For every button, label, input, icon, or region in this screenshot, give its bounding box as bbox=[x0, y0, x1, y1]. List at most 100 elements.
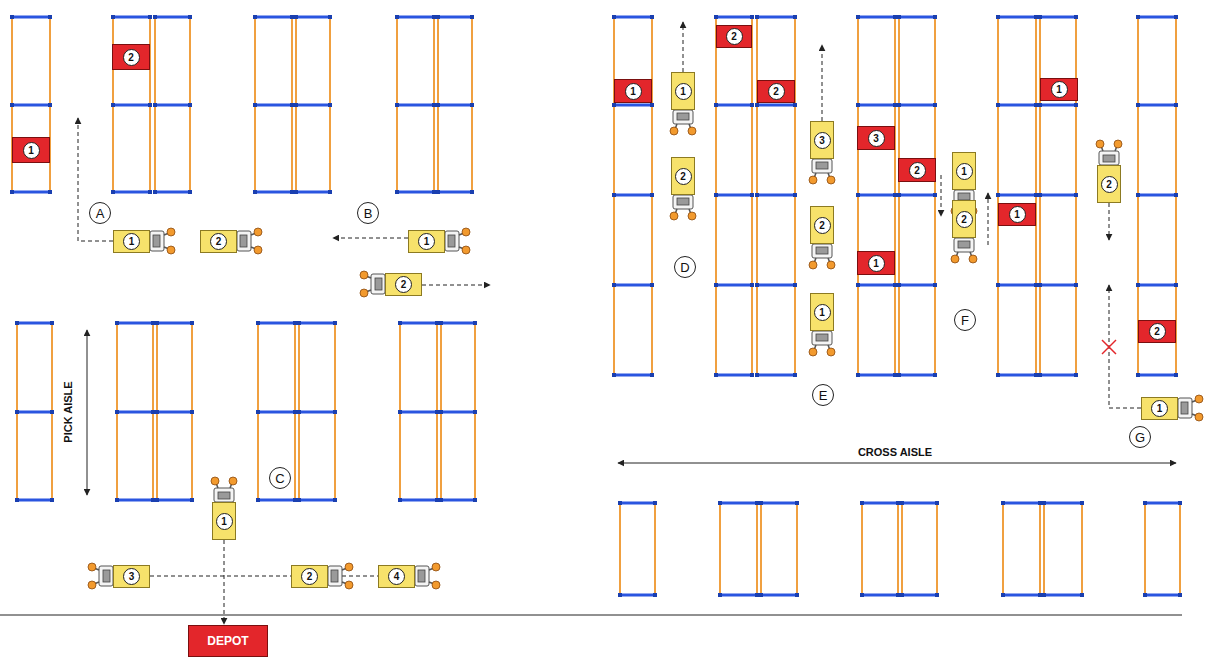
route-arrow bbox=[988, 193, 989, 245]
route-arrow bbox=[224, 540, 225, 624]
callout-number: 1 bbox=[956, 163, 973, 180]
pick-location: 1 bbox=[998, 203, 1036, 226]
callout-number: 1 bbox=[1151, 400, 1168, 417]
callout-number: 1 bbox=[625, 83, 642, 100]
route-arrow bbox=[422, 285, 490, 286]
picker-cart: 2 bbox=[810, 206, 834, 244]
callout-number: 3 bbox=[123, 568, 140, 585]
picker-robot bbox=[1178, 395, 1203, 421]
scenario-label: D bbox=[680, 261, 689, 274]
rack bbox=[718, 501, 759, 597]
route-arrow bbox=[78, 118, 113, 241]
aisle-label: CROSS AISLE bbox=[855, 446, 935, 458]
callout-number: 2 bbox=[1101, 176, 1118, 193]
picker-cart: 2 bbox=[291, 565, 328, 588]
callout-number: 1 bbox=[675, 83, 692, 100]
rack bbox=[395, 15, 436, 194]
route-arrow bbox=[683, 22, 684, 72]
rack bbox=[15, 321, 54, 502]
rack bbox=[1136, 15, 1178, 377]
picker-cart: 2 bbox=[952, 200, 976, 238]
callout-number: 1 bbox=[1009, 206, 1026, 223]
rack bbox=[897, 15, 937, 377]
rack bbox=[294, 15, 332, 194]
picker-robot bbox=[328, 563, 353, 589]
rack bbox=[439, 321, 477, 502]
pick-location: 1 bbox=[1040, 78, 1078, 101]
rack bbox=[856, 15, 897, 377]
route-line bbox=[150, 576, 291, 577]
depot-label: DEPOT bbox=[207, 634, 248, 648]
callout-number: 2 bbox=[726, 28, 743, 45]
rack bbox=[759, 501, 799, 597]
scenario-label: A bbox=[96, 207, 105, 220]
callout-number: 2 bbox=[123, 49, 140, 66]
callout-number: 2 bbox=[768, 83, 785, 100]
picker-robot bbox=[1096, 140, 1122, 165]
callout-number: 2 bbox=[395, 276, 412, 293]
scenario-letter: C bbox=[269, 467, 291, 489]
scenario-letter: A bbox=[89, 202, 111, 224]
picker-robot bbox=[237, 228, 262, 254]
scenario-letter: B bbox=[357, 202, 379, 224]
pick-location: 2 bbox=[898, 158, 936, 182]
picker-robot bbox=[809, 159, 835, 184]
picker-cart: 1 bbox=[113, 230, 150, 253]
rack bbox=[860, 501, 900, 597]
scenario-letter: G bbox=[1129, 426, 1151, 448]
callout-number: 2 bbox=[909, 162, 926, 179]
rack bbox=[1038, 15, 1078, 377]
picker-cart: 1 bbox=[408, 230, 445, 253]
scenario-letter: F bbox=[954, 309, 976, 331]
aisle-arrow bbox=[618, 463, 1176, 464]
scenario-label: F bbox=[961, 314, 969, 327]
picker-cart: 1 bbox=[671, 72, 695, 110]
pick-location: 2 bbox=[757, 80, 795, 103]
callout-number: 1 bbox=[1051, 81, 1068, 98]
rack bbox=[10, 15, 52, 194]
picker-robot bbox=[809, 244, 835, 269]
rack bbox=[115, 321, 155, 502]
rack bbox=[256, 321, 297, 502]
picker-robot bbox=[809, 331, 835, 356]
picker-cart: 1 bbox=[1141, 397, 1178, 420]
callout-number: 1 bbox=[23, 142, 40, 159]
scenario-label: B bbox=[364, 207, 373, 220]
rack bbox=[612, 15, 654, 377]
pick-location: 2 bbox=[1138, 320, 1176, 343]
picker-cart: 3 bbox=[810, 121, 834, 159]
floor-line bbox=[0, 615, 1182, 616]
callout-number: 2 bbox=[210, 233, 227, 250]
callout-number: 3 bbox=[814, 132, 831, 149]
picker-cart: 4 bbox=[378, 565, 415, 588]
picker-cart: 3 bbox=[113, 565, 150, 588]
callout-number: 1 bbox=[868, 255, 885, 272]
blocked-mark bbox=[1102, 340, 1116, 354]
picker-robot bbox=[670, 110, 696, 135]
rack bbox=[398, 321, 439, 502]
scenario-label: C bbox=[275, 472, 284, 485]
rack bbox=[618, 501, 657, 597]
pick-location: 3 bbox=[857, 126, 895, 150]
callout-number: 1 bbox=[418, 233, 435, 250]
callout-number: 2 bbox=[301, 568, 318, 585]
pick-location: 2 bbox=[112, 44, 150, 70]
callout-number: 2 bbox=[1149, 323, 1166, 340]
rack bbox=[714, 15, 754, 377]
picker-cart: 1 bbox=[952, 152, 976, 190]
pick-location: 1 bbox=[857, 251, 895, 275]
rack bbox=[996, 15, 1038, 377]
rack bbox=[1042, 501, 1084, 597]
picker-cart: 2 bbox=[200, 230, 237, 253]
callout-number: 2 bbox=[814, 217, 831, 234]
callout-number: 2 bbox=[675, 168, 692, 185]
picker-robot bbox=[88, 563, 113, 589]
picker-robot bbox=[150, 228, 175, 254]
scenario-label: G bbox=[1135, 431, 1145, 444]
route-arrow bbox=[822, 45, 823, 121]
picker-cart: 2 bbox=[671, 157, 695, 195]
rack bbox=[153, 15, 192, 194]
rack bbox=[297, 321, 337, 502]
aisle-arrow bbox=[87, 330, 88, 495]
rack bbox=[253, 15, 294, 194]
